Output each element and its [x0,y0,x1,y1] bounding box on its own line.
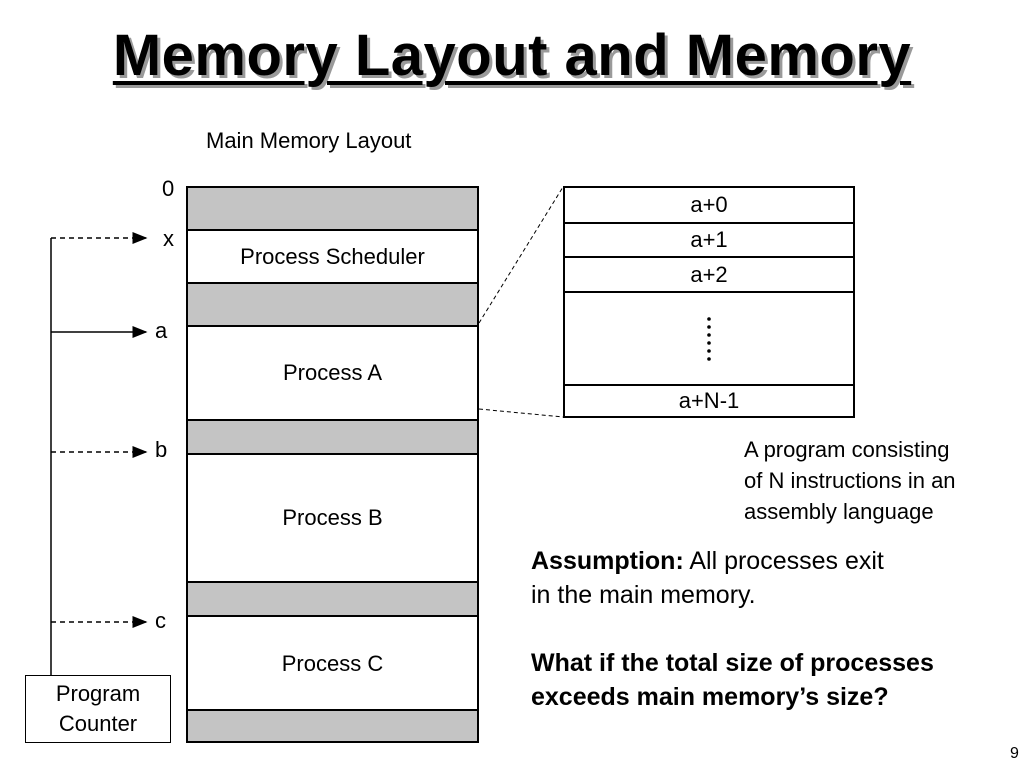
instruction-row-ellipsis [565,293,853,386]
process-a-label: Process A [282,360,383,385]
assumption-label: Assumption: [531,547,684,575]
assumption-note: Assumption: All processes exit in the ma… [531,544,884,612]
scheduler-segment: Process Scheduler [188,231,477,284]
process-a-segment: Process A [188,327,477,421]
program-counter-line2: Counter [58,711,138,736]
memory-layout-caption: Main Memory Layout [206,128,412,153]
address-label-c: c [155,608,166,633]
address-label-a: a [155,318,168,343]
instruction-label-a2: a+2 [690,261,728,287]
zoom-line-bottom [478,408,564,418]
question-line2: exceeds main memory’s size? [531,683,889,711]
free-segment-bottom [188,711,477,741]
program-instructions-box: a+0 a+1 a+2 a+N-1 [563,186,855,418]
zoom-line-top [478,186,564,324]
program-description-line3: assembly language [744,499,934,524]
instruction-row-a1: a+1 [565,224,853,258]
process-b-label: Process B [282,505,383,530]
instruction-row-last: a+N-1 [565,386,853,416]
process-c-label: Process C [281,651,384,676]
instruction-label-a1: a+1 [690,227,728,252]
instruction-row-a0: a+0 [565,188,853,224]
question-line1: What if the total size of processes [531,649,934,677]
instruction-row-a2: a+2 [565,258,853,293]
free-segment-2 [188,421,477,455]
instruction-label-a0: a+0 [690,192,728,217]
slide-title: Memory Layout and Memory [112,23,912,88]
free-segment-top [188,188,477,231]
address-label-x: x [163,226,174,251]
program-counter-box: Program Counter [25,675,171,743]
vertical-ellipsis-icon [707,316,711,361]
assumption-text-line1: All processes exit [683,547,884,575]
assumption-text-line2: in the main memory. [531,581,756,609]
program-description-line2: of N instructions in an [744,468,956,493]
page-number: 9 [1010,745,1019,762]
program-description: A program consisting of N instructions i… [744,434,956,527]
question-note: What if the total size of processes exce… [531,646,934,714]
address-label-0: 0 [162,176,175,201]
process-c-segment: Process C [188,617,477,711]
instruction-label-last: a+N-1 [678,388,740,413]
address-label-b: b [155,437,168,462]
process-b-segment: Process B [188,455,477,583]
free-segment-3 [188,583,477,617]
free-segment-1 [188,284,477,327]
scheduler-label: Process Scheduler [240,243,425,269]
program-counter-line1: Program [55,681,141,706]
main-memory-column: Process Scheduler Process A Process B Pr… [186,186,479,743]
program-description-line1: A program consisting [744,437,950,462]
